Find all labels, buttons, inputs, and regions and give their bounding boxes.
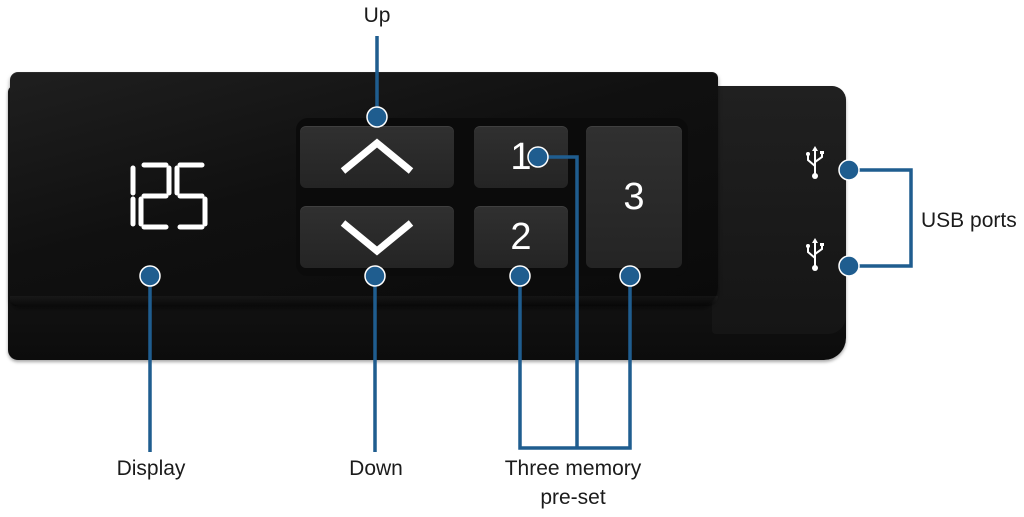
memory-2-label: 2 — [510, 215, 532, 258]
label-up: Up — [363, 4, 391, 27]
memory-1-label: 1 — [510, 135, 532, 178]
usb-icon — [806, 238, 824, 271]
panel-edge — [10, 296, 718, 306]
led-display: 125 — [96, 150, 214, 242]
label-memory-line1: Three memory — [504, 457, 642, 480]
seven-segment-readout — [130, 162, 208, 230]
label-usb-ports: USB ports — [921, 209, 1017, 232]
up-button[interactable] — [300, 126, 454, 188]
memory-1-button[interactable]: 1 — [474, 126, 568, 188]
chevron-down-icon — [340, 220, 414, 256]
usb-icon — [806, 146, 824, 179]
chevron-up-icon — [340, 138, 414, 174]
label-memory-line2: pre-set — [540, 486, 606, 509]
label-down: Down — [349, 457, 403, 480]
callout-bracket-usb — [849, 168, 913, 268]
down-button[interactable] — [300, 206, 454, 268]
memory-2-button[interactable]: 2 — [474, 206, 568, 268]
label-display: Display — [116, 457, 186, 480]
memory-3-button[interactable]: 3 — [586, 126, 682, 268]
memory-3-label: 3 — [623, 175, 645, 218]
usb-side-panel — [712, 86, 846, 334]
